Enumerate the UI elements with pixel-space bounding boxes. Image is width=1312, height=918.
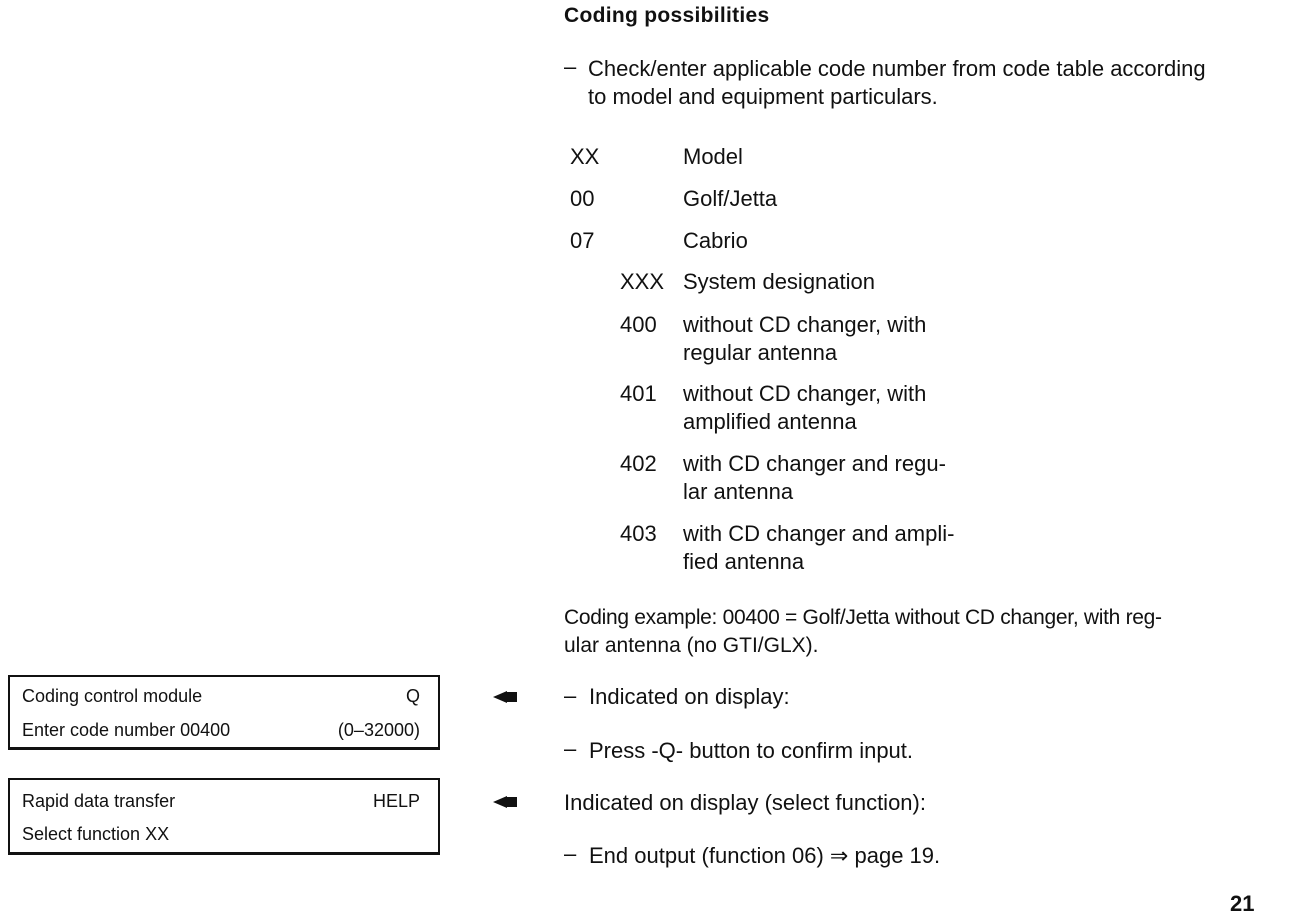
display-row: Coding control module Q — [22, 686, 420, 707]
bullet-dash: – — [564, 841, 577, 866]
page-number: 21 — [1230, 891, 1255, 916]
display-row: Rapid data transfer HELP — [22, 791, 420, 812]
pointer-arrow-icon — [493, 691, 517, 703]
intro-line-2: to model and equipment particulars. — [588, 84, 938, 109]
system-code: 400 — [620, 312, 657, 337]
system-desc-line-1: with CD changer and ampli- — [683, 521, 955, 546]
display-text: Q — [405, 686, 420, 706]
system-desc-line-2: regular antenna — [683, 340, 838, 365]
system-code: 403 — [620, 521, 657, 546]
model-label: Cabrio — [683, 228, 748, 253]
system-header-code: XXX — [620, 269, 665, 294]
step-end-output: End output (function 06) ⇒ page 19. — [589, 843, 941, 868]
step-indicated: Indicated on display: — [589, 684, 790, 709]
step-indicated-select: Indicated on display (select function): — [564, 790, 926, 815]
display-screen-coding: Coding control module Q Enter code numbe… — [8, 675, 440, 750]
pointer-arrow-icon — [493, 796, 517, 808]
system-code: 402 — [620, 451, 657, 476]
bullet-dash: – — [564, 683, 577, 708]
section-heading: Coding possibilities — [564, 4, 770, 27]
system-header-label: System designation — [683, 269, 875, 294]
display-text: Rapid data transfer — [22, 791, 176, 811]
model-header-code: XX — [570, 144, 600, 169]
bullet-dash: – — [564, 54, 577, 79]
model-label: Golf/Jetta — [683, 186, 778, 211]
bullet-dash: – — [564, 736, 577, 761]
display-screen-function: Rapid data transfer HELP Select function… — [8, 778, 440, 855]
system-desc-line-2: fied antenna — [683, 549, 805, 574]
system-desc-line-1: without CD changer, with — [683, 381, 927, 406]
display-text: Coding control module — [22, 686, 203, 706]
system-code: 401 — [620, 381, 657, 406]
display-text: Enter code number 00400 — [22, 720, 231, 740]
display-row: Enter code number 00400 (0–32000) — [22, 720, 420, 741]
model-code: 00 — [570, 186, 595, 211]
coding-example-line-1: Coding example: 00400 = Golf/Jetta witho… — [564, 606, 1162, 629]
display-text: (0–32000) — [337, 720, 420, 740]
system-desc-line-1: without CD changer, with — [683, 312, 927, 337]
coding-example-line-2: ular antenna (no GTI/GLX). — [564, 634, 819, 657]
intro-line-1: Check/enter applicable code number from … — [588, 56, 1206, 81]
display-text: HELP — [372, 791, 420, 811]
system-desc-line-1: with CD changer and regu- — [683, 451, 946, 476]
model-code: 07 — [570, 228, 595, 253]
display-row: Select function XX — [22, 824, 420, 845]
model-header-label: Model — [683, 144, 743, 169]
step-press-q: Press -Q- button to confirm input. — [589, 738, 914, 763]
system-desc-line-2: amplified antenna — [683, 409, 857, 434]
system-desc-line-2: lar antenna — [683, 479, 794, 504]
display-text: Select function XX — [22, 824, 170, 844]
